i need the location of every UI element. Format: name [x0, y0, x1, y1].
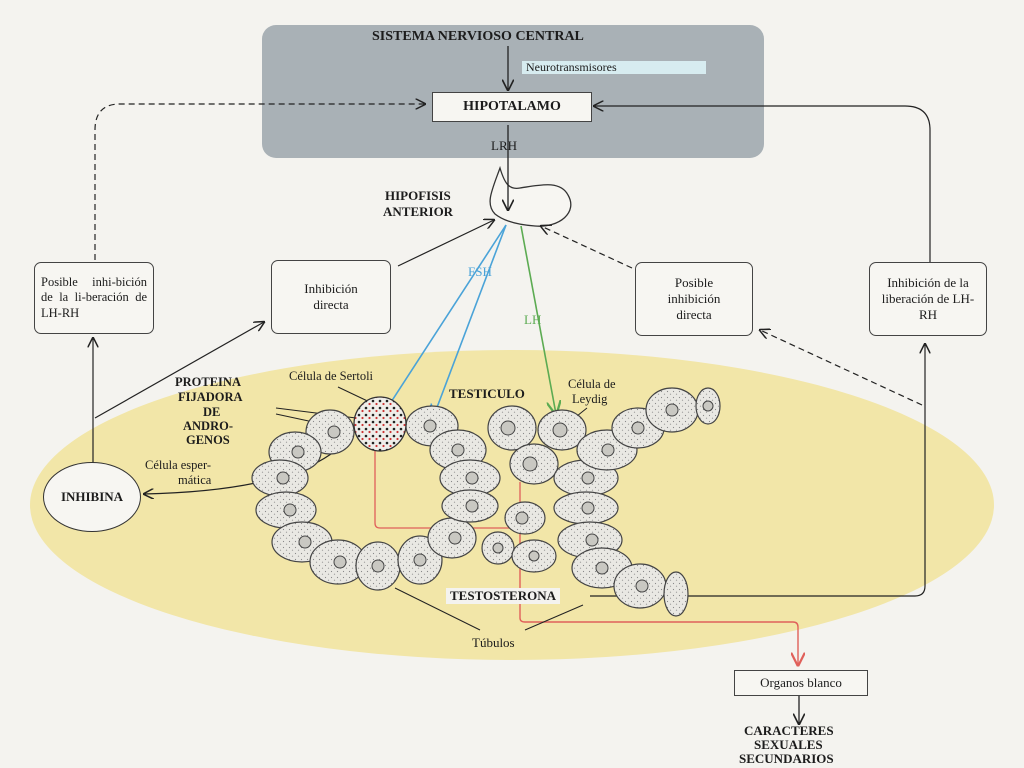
leydig-label-line2: Leydig	[572, 392, 608, 406]
testis-oval	[30, 350, 994, 660]
leydig-label-line1: Célula de	[568, 377, 616, 391]
sertoli-label: Célula de Sertoli	[289, 369, 374, 383]
cns-label: SISTEMA NERVIOSO CENTRAL	[372, 29, 584, 44]
testis-title: TESTICULO	[449, 386, 525, 401]
lrh-label: LRH	[491, 138, 517, 153]
sperm-cell-label-line2: mática	[178, 473, 212, 487]
abp-label-line2: FIJADORA	[178, 390, 243, 404]
inhibin-node: INHIBINA	[43, 462, 141, 532]
secondary-characteristics-line3: SECUNDARIOS	[739, 751, 834, 766]
possible-direct-inhibition-box: Posible inhibición directa	[635, 262, 753, 336]
secondary-characteristics-line2: SEXUALES	[754, 737, 823, 752]
testosterone-label: TESTOSTERONA	[446, 588, 560, 604]
fsh-label: FSH	[468, 264, 492, 279]
pituitary-label-line2: ANTERIOR	[383, 204, 454, 219]
testosterone-to-organs	[519, 528, 798, 665]
tubules-label: Túbulos	[472, 635, 515, 650]
abp-label-line1: PROTEINA	[175, 375, 241, 389]
hypothalamus-box: HIPOTALAMO	[432, 92, 592, 122]
left-inhibition-box: Posible inhi-bición de la li-beración de…	[34, 262, 154, 334]
abp-label-line5: GENOS	[186, 433, 230, 447]
sertoli-cell	[353, 396, 407, 452]
secondary-characteristics-line1: CARACTERES	[744, 723, 834, 738]
cell-nuclei	[276, 400, 714, 593]
pituitary-label-line1: HIPOFISIS	[385, 188, 451, 203]
lh-label: LH	[524, 312, 542, 327]
abp-label-line4: ANDRO-	[183, 419, 233, 433]
abp-label-line3: DE	[203, 405, 221, 419]
target-organs-box: Organos blanco	[734, 670, 868, 696]
cns-panel	[262, 25, 764, 158]
sperm-cell-label-line1: Célula esper-	[145, 458, 212, 472]
testosterone-path	[374, 440, 521, 529]
right-feedback-line	[594, 106, 931, 262]
left-feedback-line	[94, 104, 425, 260]
neurotransmitters-label: Neurotransmisores	[522, 61, 706, 74]
direct-inhibition-box: Inhibición directa	[271, 260, 391, 334]
pituitary-gland-shape	[489, 165, 572, 227]
right-inhibition-box: Inhibición de la liberación de LH-RH	[869, 262, 987, 336]
